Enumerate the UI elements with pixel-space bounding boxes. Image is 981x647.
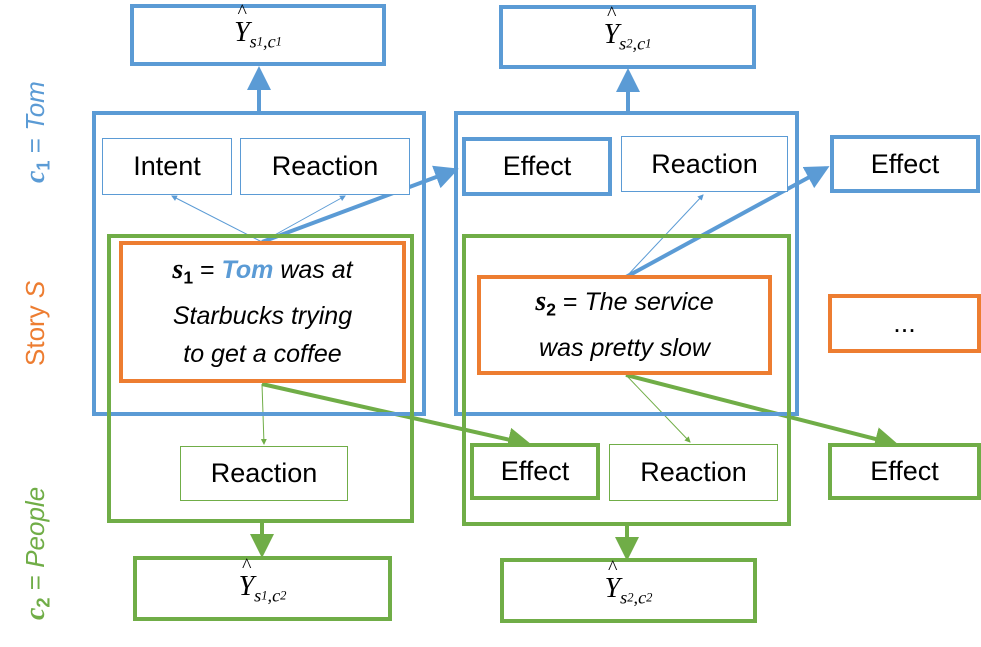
node-reaction-c2-s2: Reaction xyxy=(609,444,778,501)
sentence-ellipsis: ... xyxy=(828,294,981,353)
node-reaction-c2-s1: Reaction xyxy=(180,446,348,501)
c2-frame-s2 xyxy=(462,234,791,526)
arrow-s2-to-effect-c2 xyxy=(625,373,899,451)
output-y-s1-c1: Y^s1,c1 xyxy=(130,1,386,66)
output-y-s1-c2: Y^s1,c2 xyxy=(133,555,392,621)
side-label-c1: c1 = Tom xyxy=(20,81,54,183)
side-label-story: Story S xyxy=(20,280,50,366)
arrow-s2-to-effect-c1 xyxy=(625,166,830,279)
node-effect-c1-s2: Effect xyxy=(830,135,980,193)
c1-frame-s1 xyxy=(92,111,426,416)
arrow-s2-to-reaction-c2 xyxy=(625,374,691,443)
c1-frame-s2 xyxy=(454,111,799,416)
node-effect-c2-s1: Effect xyxy=(470,443,600,500)
node-intent: Intent xyxy=(102,138,232,195)
node-effect-c2-s2: Effect xyxy=(828,443,981,500)
sentence-s2: s2 = The service was pretty slow xyxy=(477,275,772,375)
side-label-c2: c2 = People xyxy=(20,486,54,620)
c2-frame-s1 xyxy=(107,234,414,523)
output-y-s2-c1: Y^s2,c1 xyxy=(499,3,756,69)
node-reaction-c1-s2: Reaction xyxy=(621,136,788,192)
node-effect-c1-s1: Effect xyxy=(462,137,612,196)
sentence-s1: s1 = Tom was at Starbucks trying to get … xyxy=(119,241,406,383)
output-y-s2-c2: Y^s2,c2 xyxy=(500,557,757,623)
node-reaction-c1-s1: Reaction xyxy=(240,138,410,195)
